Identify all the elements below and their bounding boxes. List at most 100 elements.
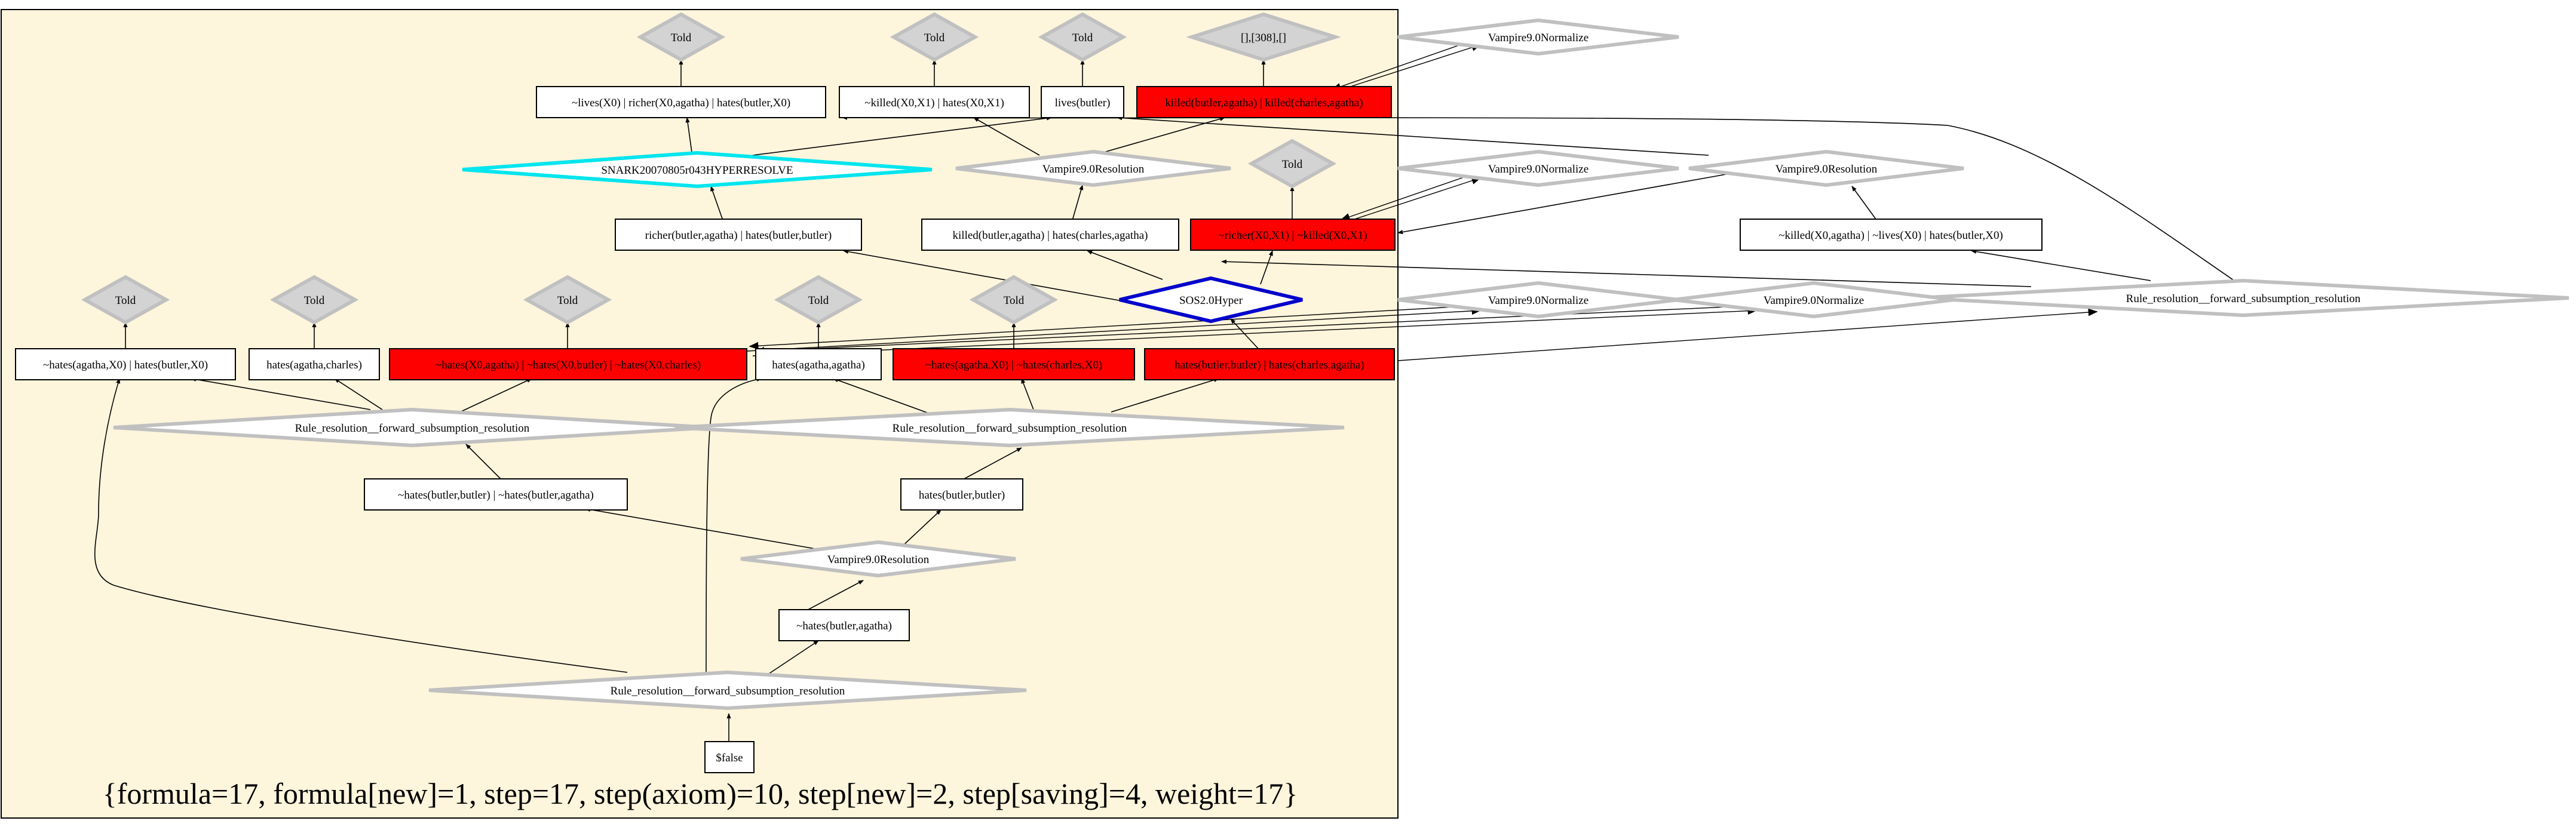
- clause-node-red: hates(butler,butler) | hates(charles,aga…: [1144, 348, 1395, 380]
- clause-label: richer(butler,agatha) | hates(butler,but…: [645, 229, 832, 242]
- edge: [1111, 377, 1219, 413]
- edge: [685, 117, 692, 153]
- normalize-node: Vampire9.0Normalize: [1673, 281, 1955, 319]
- edge: [833, 378, 933, 415]
- told-label: Told: [1072, 32, 1093, 44]
- normalize-node: Vampire9.0Normalize: [1397, 281, 1679, 319]
- rule-resolution-label: Rule_resolution__forward_subsumption_res…: [893, 422, 1127, 435]
- clause-label: $false: [716, 752, 743, 764]
- told-node: Told: [81, 275, 170, 325]
- told-label: Told: [1282, 158, 1303, 171]
- vampire-resolution-node: Vampire9.0Resolution: [740, 540, 1016, 578]
- clause-node: $false: [704, 741, 755, 773]
- clause-label: ~killed(X0,agatha) | ~lives(X0) | hates(…: [1778, 229, 2003, 242]
- edge: [1331, 39, 1476, 91]
- edge: [1093, 116, 1225, 156]
- clause-label: ~hates(butler,agatha): [796, 620, 892, 632]
- clause-label: killed(butler,agatha) | hates(charles,ag…: [953, 229, 1148, 242]
- clause-node: hates(butler,butler): [900, 478, 1023, 511]
- edge: [1851, 186, 1876, 220]
- told-label: Told: [1004, 294, 1025, 307]
- told-node: Told: [1247, 139, 1337, 189]
- edge: [459, 378, 532, 413]
- rule-resolution-label: Rule_resolution__forward_subsumption_res…: [611, 685, 845, 697]
- sos-hyper-node: SOS2.0Hyper: [1119, 276, 1303, 324]
- clause-node-red: ~hates(agatha,X0) | ~hates(charles,X0): [893, 348, 1135, 380]
- edge: [961, 447, 1022, 481]
- edge: [746, 307, 1482, 352]
- told-special-node: [],[308],[]: [1186, 12, 1341, 62]
- rule-resolution-label: Rule_resolution__forward_subsumption_res…: [2126, 293, 2361, 305]
- clause-node: ~hates(agatha,X0) | hates(butler,X0): [15, 348, 236, 380]
- clause-label: ~lives(X0) | richer(X0,agatha) | hates(b…: [572, 97, 790, 109]
- edge: [1087, 250, 1163, 280]
- clause-label: ~killed(X0,X1) | hates(X0,X1): [864, 97, 1004, 109]
- clause-node: ~lives(X0) | richer(X0,agatha) | hates(b…: [536, 86, 826, 118]
- clause-label: hates(agatha,agatha): [772, 359, 865, 371]
- clause-nodes: ~lives(X0) | richer(X0,agatha) | hates(b…: [15, 86, 2043, 773]
- told-node: Told: [890, 12, 979, 62]
- vampire-resolution-node: Vampire9.0Resolution: [1688, 149, 1964, 187]
- clause-label: killed(butler,agatha) | killed(charles,a…: [1165, 97, 1363, 109]
- edge: [1971, 249, 2151, 281]
- edge: [334, 378, 383, 410]
- stats-caption: {formula=17, formula[new]=1, step=17, st…: [103, 777, 1298, 810]
- clause-node-red: killed(butler,agatha) | killed(charles,a…: [1136, 86, 1392, 118]
- clause-label: ~hates(X0,agatha) | ~hates(X0,butler) | …: [436, 359, 701, 371]
- inference-nodes: SNARK20070805r043HYPERRESOLVE Vampire9.0…: [113, 149, 2569, 711]
- rule-resolution-label: Rule_resolution__forward_subsumption_res…: [295, 422, 530, 435]
- clause-label: ~hates(butler,butler) | ~hates(butler,ag…: [398, 489, 594, 502]
- edge: [755, 305, 1754, 355]
- told-node: Told: [774, 275, 863, 325]
- normalize-nodes: Vampire9.0Normalize Vampire9.0Normalize …: [1397, 18, 1955, 319]
- normalize-label: Vampire9.0Normalize: [1488, 294, 1588, 307]
- vampire-resolution-label: Vampire9.0Resolution: [1042, 163, 1145, 176]
- vampire-resolution-label: Vampire9.0Resolution: [1775, 163, 1878, 176]
- rule-resolution-node: Rule_resolution__forward_subsumption_res…: [113, 407, 712, 448]
- edge: [752, 116, 1052, 156]
- edge: [1221, 259, 2032, 287]
- edge: [1397, 173, 1733, 235]
- told-node: Told: [269, 275, 359, 325]
- told-node: Told: [969, 275, 1059, 325]
- clause-node: lives(butler): [1041, 86, 1124, 118]
- normalize-label: Vampire9.0Normalize: [1764, 294, 1864, 307]
- clause-label: ~richer(X0,X1) | ~killed(X0,X1): [1218, 229, 1367, 242]
- told-nodes: Told Told Told [],[308],[] Told Told Tol…: [81, 12, 1341, 325]
- edge: [465, 444, 502, 481]
- edge: [901, 509, 942, 547]
- told-label: Told: [304, 294, 325, 307]
- edge: [803, 580, 864, 613]
- edge: [1397, 308, 2098, 361]
- clause-node: ~killed(X0,agatha) | ~lives(X0) | hates(…: [1740, 219, 2043, 251]
- clause-label: ~hates(agatha,X0) | hates(butler,X0): [43, 359, 208, 371]
- told-label: Told: [557, 294, 578, 307]
- told-label: Told: [808, 294, 829, 307]
- told-node: Told: [1038, 12, 1127, 62]
- normalize-node: Vampire9.0Normalize: [1397, 18, 1679, 56]
- clause-node-red: ~hates(X0,agatha) | ~hates(X0,butler) | …: [389, 348, 747, 380]
- hyperresolve-label: SNARK20070805r043HYPERRESOLVE: [601, 164, 793, 177]
- edge: [1338, 177, 1482, 225]
- told-node: Told: [523, 275, 612, 325]
- clause-node: hates(agatha,agatha): [755, 348, 882, 380]
- edge: [710, 186, 723, 221]
- clause-node: ~hates(butler,agatha): [778, 609, 910, 641]
- edge: [764, 640, 819, 677]
- rule-resolution-node: Rule_resolution__forward_subsumption_res…: [1917, 278, 2569, 318]
- normalize-label: Vampire9.0Normalize: [1488, 32, 1588, 44]
- normalize-node: Vampire9.0Normalize: [1397, 149, 1679, 187]
- hyperresolve-node: SNARK20070805r043HYPERRESOLVE: [462, 150, 933, 189]
- rule-resolution-node: Rule_resolution__forward_subsumption_res…: [428, 670, 1027, 711]
- edge: [191, 377, 371, 410]
- edge: [706, 377, 762, 674]
- edge: [94, 378, 628, 673]
- told-label: Told: [671, 32, 692, 44]
- edge: [1072, 185, 1084, 221]
- clause-node: hates(agatha,charles): [249, 348, 380, 380]
- clause-label: hates(butler,butler) | hates(charles,aga…: [1174, 359, 1364, 371]
- edge: [585, 507, 819, 550]
- vampire-resolution-label: Vampire9.0Resolution: [827, 554, 930, 566]
- normalize-label: Vampire9.0Normalize: [1488, 163, 1588, 176]
